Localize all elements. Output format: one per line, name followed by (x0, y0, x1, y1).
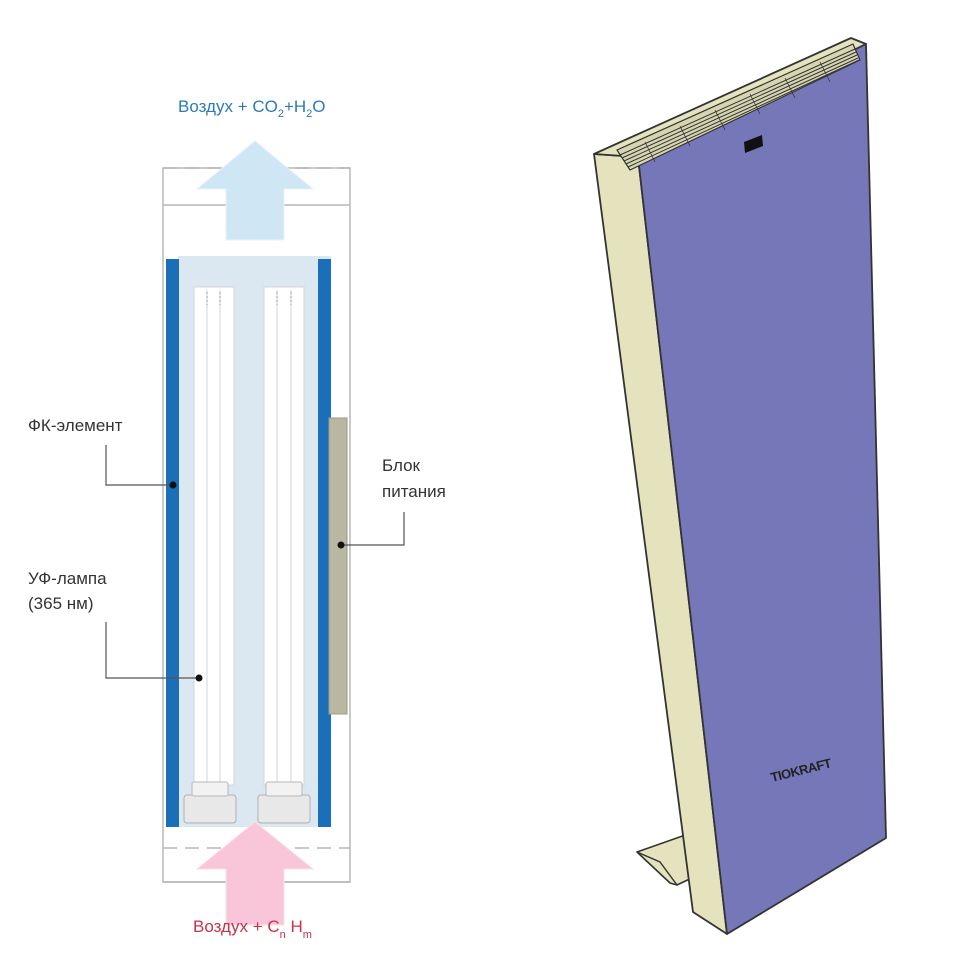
device-stand-edge (636, 851, 678, 886)
pk-element-dot (169, 481, 177, 489)
pk-element-right (318, 259, 331, 827)
uv-lamp-left (193, 286, 235, 786)
schematic: Воздух + CO2+H2O Воздух + Cn Hm ФК-элеме… (28, 97, 446, 941)
vent-grille (616, 43, 861, 171)
power-unit (328, 417, 348, 715)
lamp-socket-right (257, 781, 311, 824)
lamp-socket-left (183, 781, 237, 824)
device-illustration: TIOKRAFT (593, 37, 887, 935)
air-out-label: Воздух + CO2+H2O (178, 97, 326, 120)
power-unit-label-line2: питания (382, 482, 446, 501)
device-front-panel (637, 43, 887, 935)
uv-lamp-leader (105, 622, 199, 679)
pk-element-label: ФК-элемент (28, 416, 123, 435)
power-unit-dot (337, 541, 345, 549)
indicator-button (744, 135, 763, 153)
air-in-arrow (195, 821, 315, 926)
uv-lamp-label-line2: (365 нм) (28, 594, 94, 613)
air-in-label: Воздух + Cn Hm (193, 917, 312, 941)
pk-element-leader (105, 445, 173, 486)
uv-lamp-right (263, 286, 305, 786)
air-out-arrow (195, 140, 315, 241)
uv-lamp-dot (195, 674, 203, 682)
power-unit-leader (341, 512, 405, 546)
power-unit-label-line1: Блок (382, 456, 421, 475)
uv-lamp-label-line1: УФ-лампа (28, 569, 107, 588)
pk-element-left (166, 259, 179, 827)
